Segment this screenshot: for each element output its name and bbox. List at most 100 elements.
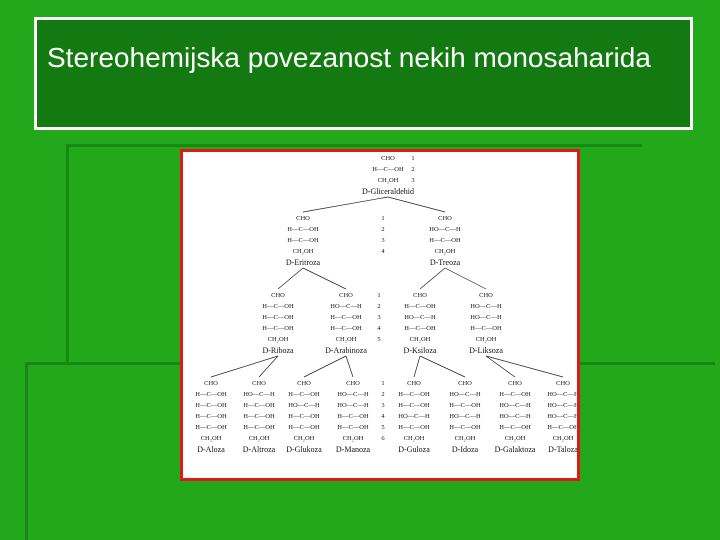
- formula-line: H—C—OH: [398, 402, 430, 409]
- formula-line: H—C—OH: [499, 424, 531, 431]
- formula-line: CH₂OH: [435, 248, 456, 255]
- formula-line: HO—C—H: [470, 303, 502, 310]
- formula-line: CH₂OH: [476, 336, 497, 343]
- formula-line: H—C—OH: [288, 413, 320, 420]
- connector-line: [387, 196, 446, 213]
- formula-line: CH₂OH: [455, 435, 476, 442]
- carbon-number: 5: [381, 424, 384, 431]
- formula-line: H—C—OH: [288, 391, 320, 398]
- sugar-name: D-Guloza: [398, 445, 430, 454]
- formula-line: CH₂OH: [293, 248, 314, 255]
- formula-line: CHO: [438, 215, 452, 222]
- formula-line: H—C—OH: [287, 237, 319, 244]
- connector-line: [258, 355, 279, 378]
- sugar-name: D-Taloza: [548, 445, 577, 454]
- carbon-number: 2: [411, 166, 414, 173]
- formula-line: HO—C—H: [330, 303, 362, 310]
- carbon-number: 2: [381, 391, 384, 398]
- sugar-name: D-Altroza: [243, 445, 276, 454]
- formula-line: H—C—OH: [372, 166, 404, 173]
- formula-line: CH₂OH: [553, 435, 574, 442]
- decor-line-left: [25, 362, 28, 540]
- connector-line: [302, 196, 389, 213]
- connector-line: [345, 355, 354, 378]
- sugar-name: D-Liksoza: [469, 346, 503, 355]
- sugar-name: D-Arabinoza: [325, 346, 367, 355]
- carbon-number: 3: [377, 314, 380, 321]
- carbon-number: 3: [381, 402, 384, 409]
- formula-line: H—C—OH: [243, 402, 275, 409]
- formula-line: H—C—OH: [547, 424, 577, 431]
- sugar-name: D-Eritroza: [286, 258, 321, 267]
- carbon-number: 1: [381, 215, 384, 222]
- connector-line: [277, 267, 304, 290]
- sugar-name: D-Ksiloza: [404, 346, 437, 355]
- formula-line: HO—C—H: [547, 391, 577, 398]
- formula-line: H—C—OH: [499, 391, 531, 398]
- sugar-name: D-Manoza: [336, 445, 371, 454]
- formula-line: HO—C—H: [449, 413, 481, 420]
- connector-line: [210, 355, 279, 378]
- formula-line: H—C—OH: [262, 325, 294, 332]
- decor-line-top: [66, 144, 642, 147]
- formula-line: CHO: [252, 380, 266, 387]
- formula-line: H—C—OH: [404, 325, 436, 332]
- connector-line: [302, 267, 347, 290]
- formula-line: CHO: [556, 380, 570, 387]
- formula-line: HO—C—H: [404, 314, 436, 321]
- connector-line: [419, 355, 466, 378]
- formula-line: HO—C—H: [429, 226, 461, 233]
- carbon-number: 4: [377, 325, 381, 332]
- formula-line: HO—C—H: [288, 402, 320, 409]
- connector-line: [419, 267, 446, 290]
- carbon-number: 3: [411, 177, 414, 184]
- formula-line: H—C—OH: [470, 325, 502, 332]
- formula-line: CHO: [346, 380, 360, 387]
- formula-line: H—C—OH: [262, 303, 294, 310]
- formula-line: CHO: [297, 380, 311, 387]
- decor-line-vertical: [66, 144, 69, 364]
- connector-line: [413, 355, 421, 378]
- formula-line: CHO: [458, 380, 472, 387]
- formula-line: H—C—OH: [287, 226, 319, 233]
- carbon-number: 6: [381, 435, 385, 442]
- title-box: Stereohemijska povezanost nekih monosaha…: [34, 17, 693, 130]
- formula-line: H—C—OH: [330, 314, 362, 321]
- formula-line: HO—C—H: [398, 413, 430, 420]
- formula-line: CHO: [407, 380, 421, 387]
- formula-line: H—C—OH: [449, 402, 481, 409]
- formula-line: CH₂OH: [249, 435, 270, 442]
- connector-line: [485, 355, 564, 378]
- carbon-number: 1: [377, 292, 380, 299]
- formula-line: CHO: [204, 380, 218, 387]
- formula-line: HO—C—H: [243, 391, 275, 398]
- sugar-name: D-Treoza: [430, 258, 461, 267]
- sugar-name: D-Aloza: [197, 445, 225, 454]
- formula-line: HO—C—H: [337, 402, 369, 409]
- formula-line: H—C—OH: [337, 424, 369, 431]
- formula-line: CH₂OH: [268, 336, 289, 343]
- formula-line: HO—C—H: [449, 391, 481, 398]
- formula-line: CHO: [508, 380, 522, 387]
- formula-line: CHO: [296, 215, 310, 222]
- formula-line: CH₂OH: [410, 336, 431, 343]
- formula-line: H—C—OH: [195, 402, 227, 409]
- connector-line: [485, 355, 516, 378]
- sugar-name: D-Glukoza: [286, 445, 322, 454]
- formula-line: H—C—OH: [195, 391, 227, 398]
- formula-line: CH₂OH: [294, 435, 315, 442]
- sugar-name: D-Galaktoza: [495, 445, 536, 454]
- formula-line: CH₂OH: [336, 336, 357, 343]
- formula-line: H—C—OH: [337, 413, 369, 420]
- diagram-svg: CHOH—C—OHCH₂OHD-Gliceraldehid123CHOH—C—O…: [195, 155, 577, 454]
- sugar-name: D-Riboza: [262, 346, 294, 355]
- carbon-number: 1: [411, 155, 414, 162]
- formula-line: H—C—OH: [243, 424, 275, 431]
- formula-line: HO—C—H: [547, 402, 577, 409]
- formula-line: CH₂OH: [505, 435, 526, 442]
- formula-line: H—C—OH: [449, 424, 481, 431]
- formula-line: CHO: [271, 292, 285, 299]
- carbon-number: 2: [377, 303, 380, 310]
- formula-line: H—C—OH: [195, 413, 227, 420]
